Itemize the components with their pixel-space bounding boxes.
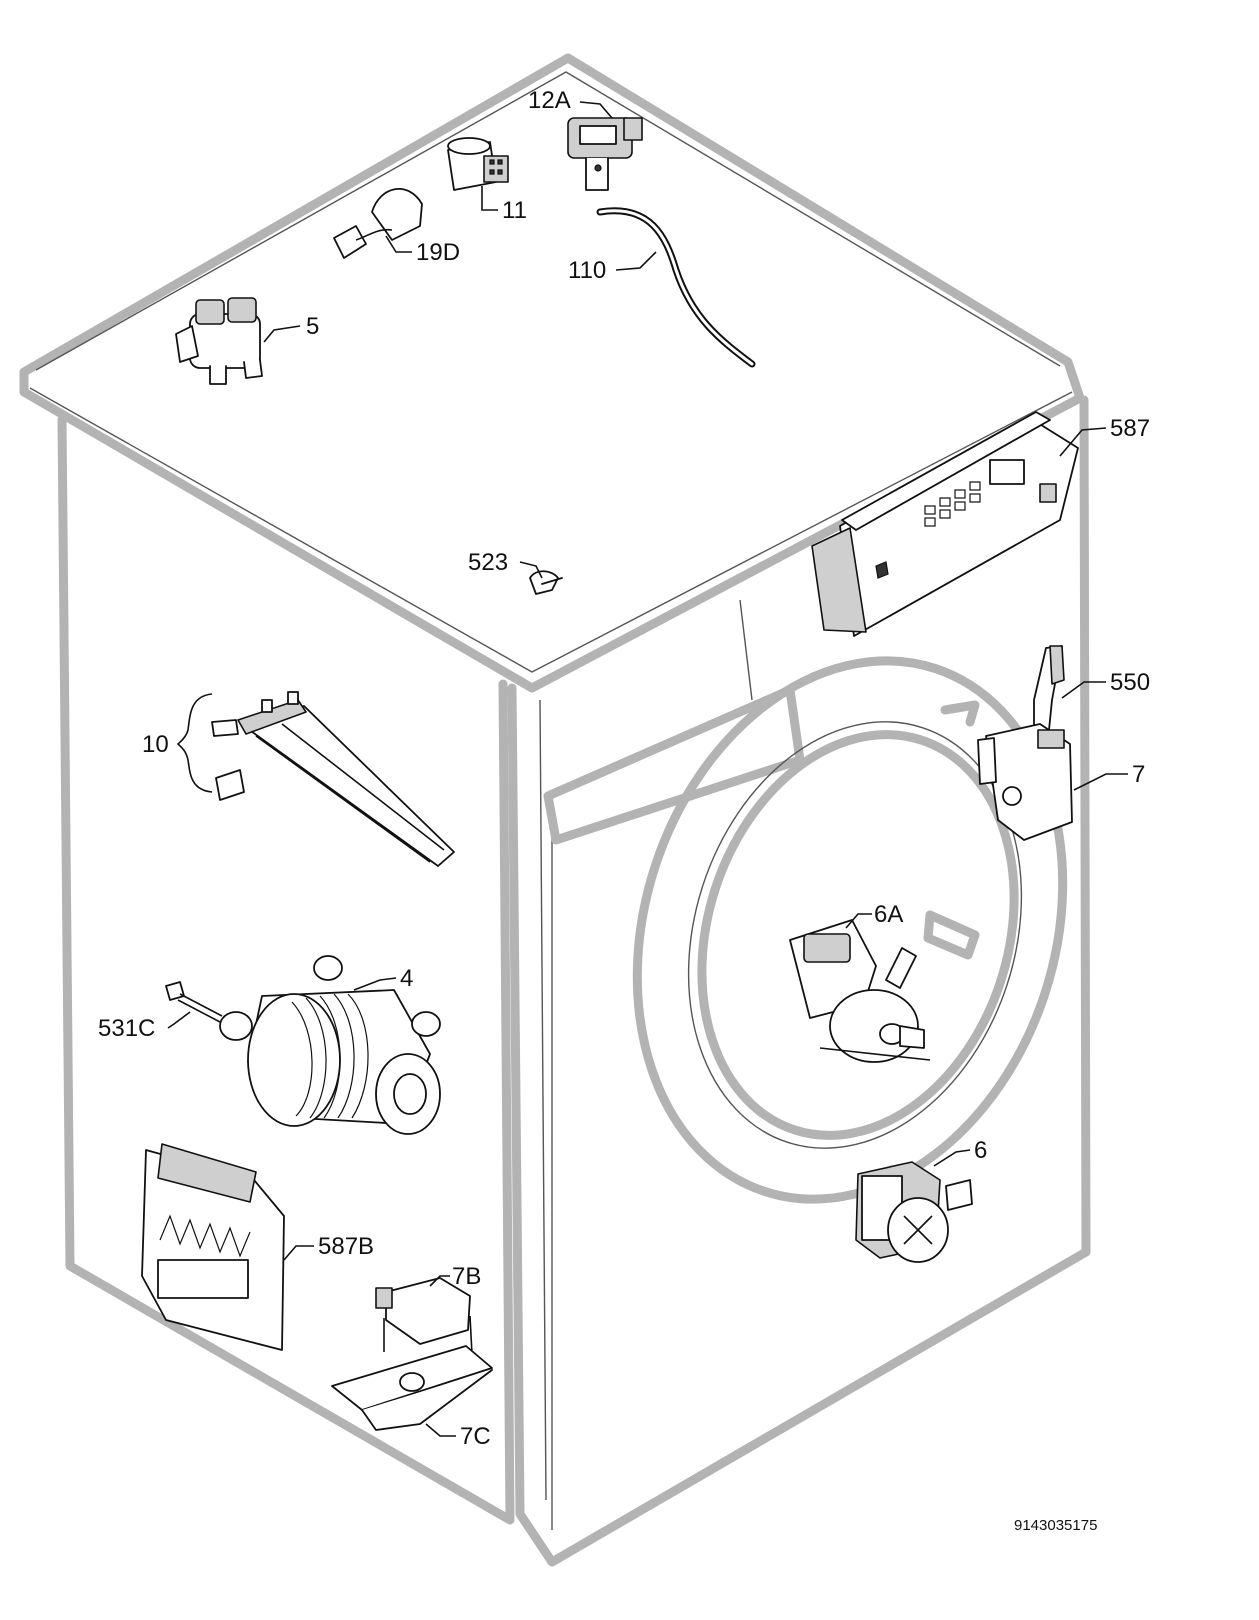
capacitor-part: [447, 137, 509, 191]
callout-531C: 531C: [98, 1015, 155, 1042]
callout-587B: 587B: [318, 1233, 374, 1260]
door-lock-part: [977, 723, 1073, 841]
control-module-part: [811, 411, 1079, 637]
power-module-part: [141, 1143, 285, 1351]
callout-12A: 12A: [528, 87, 571, 114]
callout-550: 550: [1110, 669, 1150, 696]
drain-pump-part: [789, 919, 931, 1063]
door-lever-part: [1033, 645, 1065, 741]
callout-523: 523: [468, 549, 508, 576]
circulation-pump-part: [855, 1161, 973, 1263]
callout-7B: 7B: [452, 1263, 481, 1290]
interference-suppressor-part: [333, 188, 423, 259]
callout-5: 5: [306, 313, 319, 340]
callout-7: 7: [1132, 761, 1145, 788]
sensor-bracket-part: [331, 1345, 493, 1431]
heating-element-part: [211, 691, 455, 867]
clip-part: [529, 570, 563, 595]
washing-machine-cabinet: [19, 53, 1091, 1567]
callout-110: 110: [568, 257, 606, 284]
pressure-switch-part: [567, 117, 643, 191]
level-sensor-part: [375, 1277, 473, 1355]
inlet-valve-part: [175, 297, 263, 385]
callout-6A: 6A: [874, 901, 903, 928]
callout-19D: 19D: [416, 239, 460, 266]
callout-11: 11: [502, 197, 527, 224]
callout-6: 6: [974, 1137, 987, 1164]
callout-leader-lines: [167, 101, 1128, 1437]
callout-587: 587: [1110, 415, 1150, 442]
pressure-hose-part: [596, 207, 756, 368]
callout-4: 4: [400, 965, 413, 992]
callout-10: 10: [142, 731, 169, 758]
motor-screw-part: [165, 981, 223, 1023]
motor-part: [219, 955, 441, 1135]
callout-7C: 7C: [460, 1423, 491, 1450]
document-number: 9143035175: [1014, 1517, 1097, 1534]
